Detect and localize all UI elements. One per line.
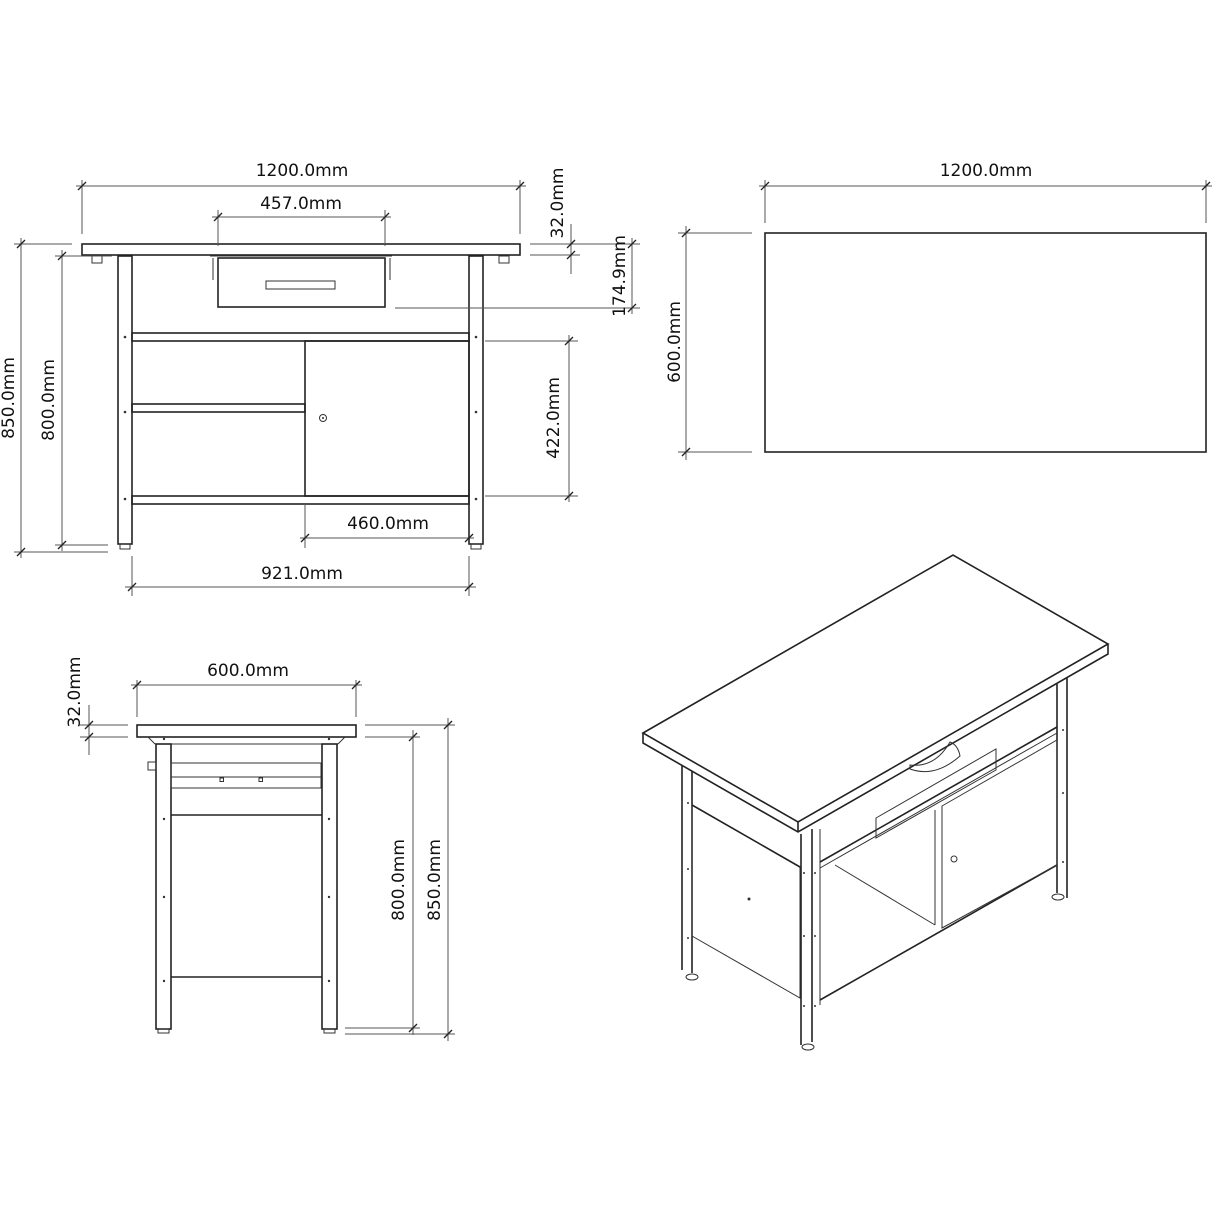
dim-side-depth: 600.0mm xyxy=(207,661,289,681)
iso-drawer-handle xyxy=(909,741,961,773)
front-bracket-right xyxy=(498,255,510,264)
dim-top-width: 1200.0mm xyxy=(940,161,1033,181)
dim-front-frame-height: 800.0mm xyxy=(39,359,59,441)
drawer-handle xyxy=(265,280,336,290)
dim-side-overall-height: 850.0mm xyxy=(425,839,445,921)
front-middle-shelf xyxy=(131,403,306,413)
iso-drawer xyxy=(875,748,997,839)
front-upper-rail xyxy=(131,332,470,342)
front-leg-left xyxy=(117,255,133,545)
iso-worktop xyxy=(641,554,1110,823)
dim-top-depth: 600.0mm xyxy=(665,301,685,383)
dim-side-frame-height: 800.0mm xyxy=(389,839,409,921)
dim-drawer-height: 174.9mm xyxy=(610,235,630,317)
front-bracket-left xyxy=(91,255,103,264)
dim-front-overall-height: 850.0mm xyxy=(0,357,19,439)
isometric-view xyxy=(641,554,1110,1051)
top-view: 1200.0mm 600.0mm xyxy=(665,161,1212,460)
front-worktop xyxy=(81,243,521,256)
iso-cabinet-door xyxy=(941,739,1058,929)
door-lock-icon xyxy=(319,414,327,422)
iso-door-lock-icon xyxy=(950,855,958,863)
side-drawer xyxy=(170,762,322,789)
front-foot-left xyxy=(119,543,131,550)
front-foot-right xyxy=(470,543,482,550)
dim-front-overall-width: 1200.0mm xyxy=(256,161,349,181)
front-bottom-rail xyxy=(131,495,470,505)
front-view: 1200.0mm 457.0mm 32.0mm 174.9mm 850.0mm xyxy=(0,161,640,596)
dim-drawer-width: 457.0mm xyxy=(260,194,342,214)
dim-door-height: 422.0mm xyxy=(544,377,564,459)
dim-side-top-thickness: 32.0mm xyxy=(65,657,85,728)
dim-front-top-thickness: 32.0mm xyxy=(548,168,568,239)
side-drawer-handle xyxy=(147,761,157,771)
dim-leg-spacing: 921.0mm xyxy=(261,564,343,584)
top-view-worktop xyxy=(764,232,1207,453)
front-leg-right xyxy=(468,255,484,545)
side-worktop xyxy=(136,724,357,738)
front-drawer xyxy=(217,257,386,308)
side-view: 600.0mm 32.0mm 800.0mm 850.0mm xyxy=(65,657,455,1041)
front-cabinet-door xyxy=(304,340,470,497)
side-leg-front xyxy=(155,743,172,1030)
side-leg-back xyxy=(321,743,338,1030)
dim-door-width: 460.0mm xyxy=(347,514,429,534)
